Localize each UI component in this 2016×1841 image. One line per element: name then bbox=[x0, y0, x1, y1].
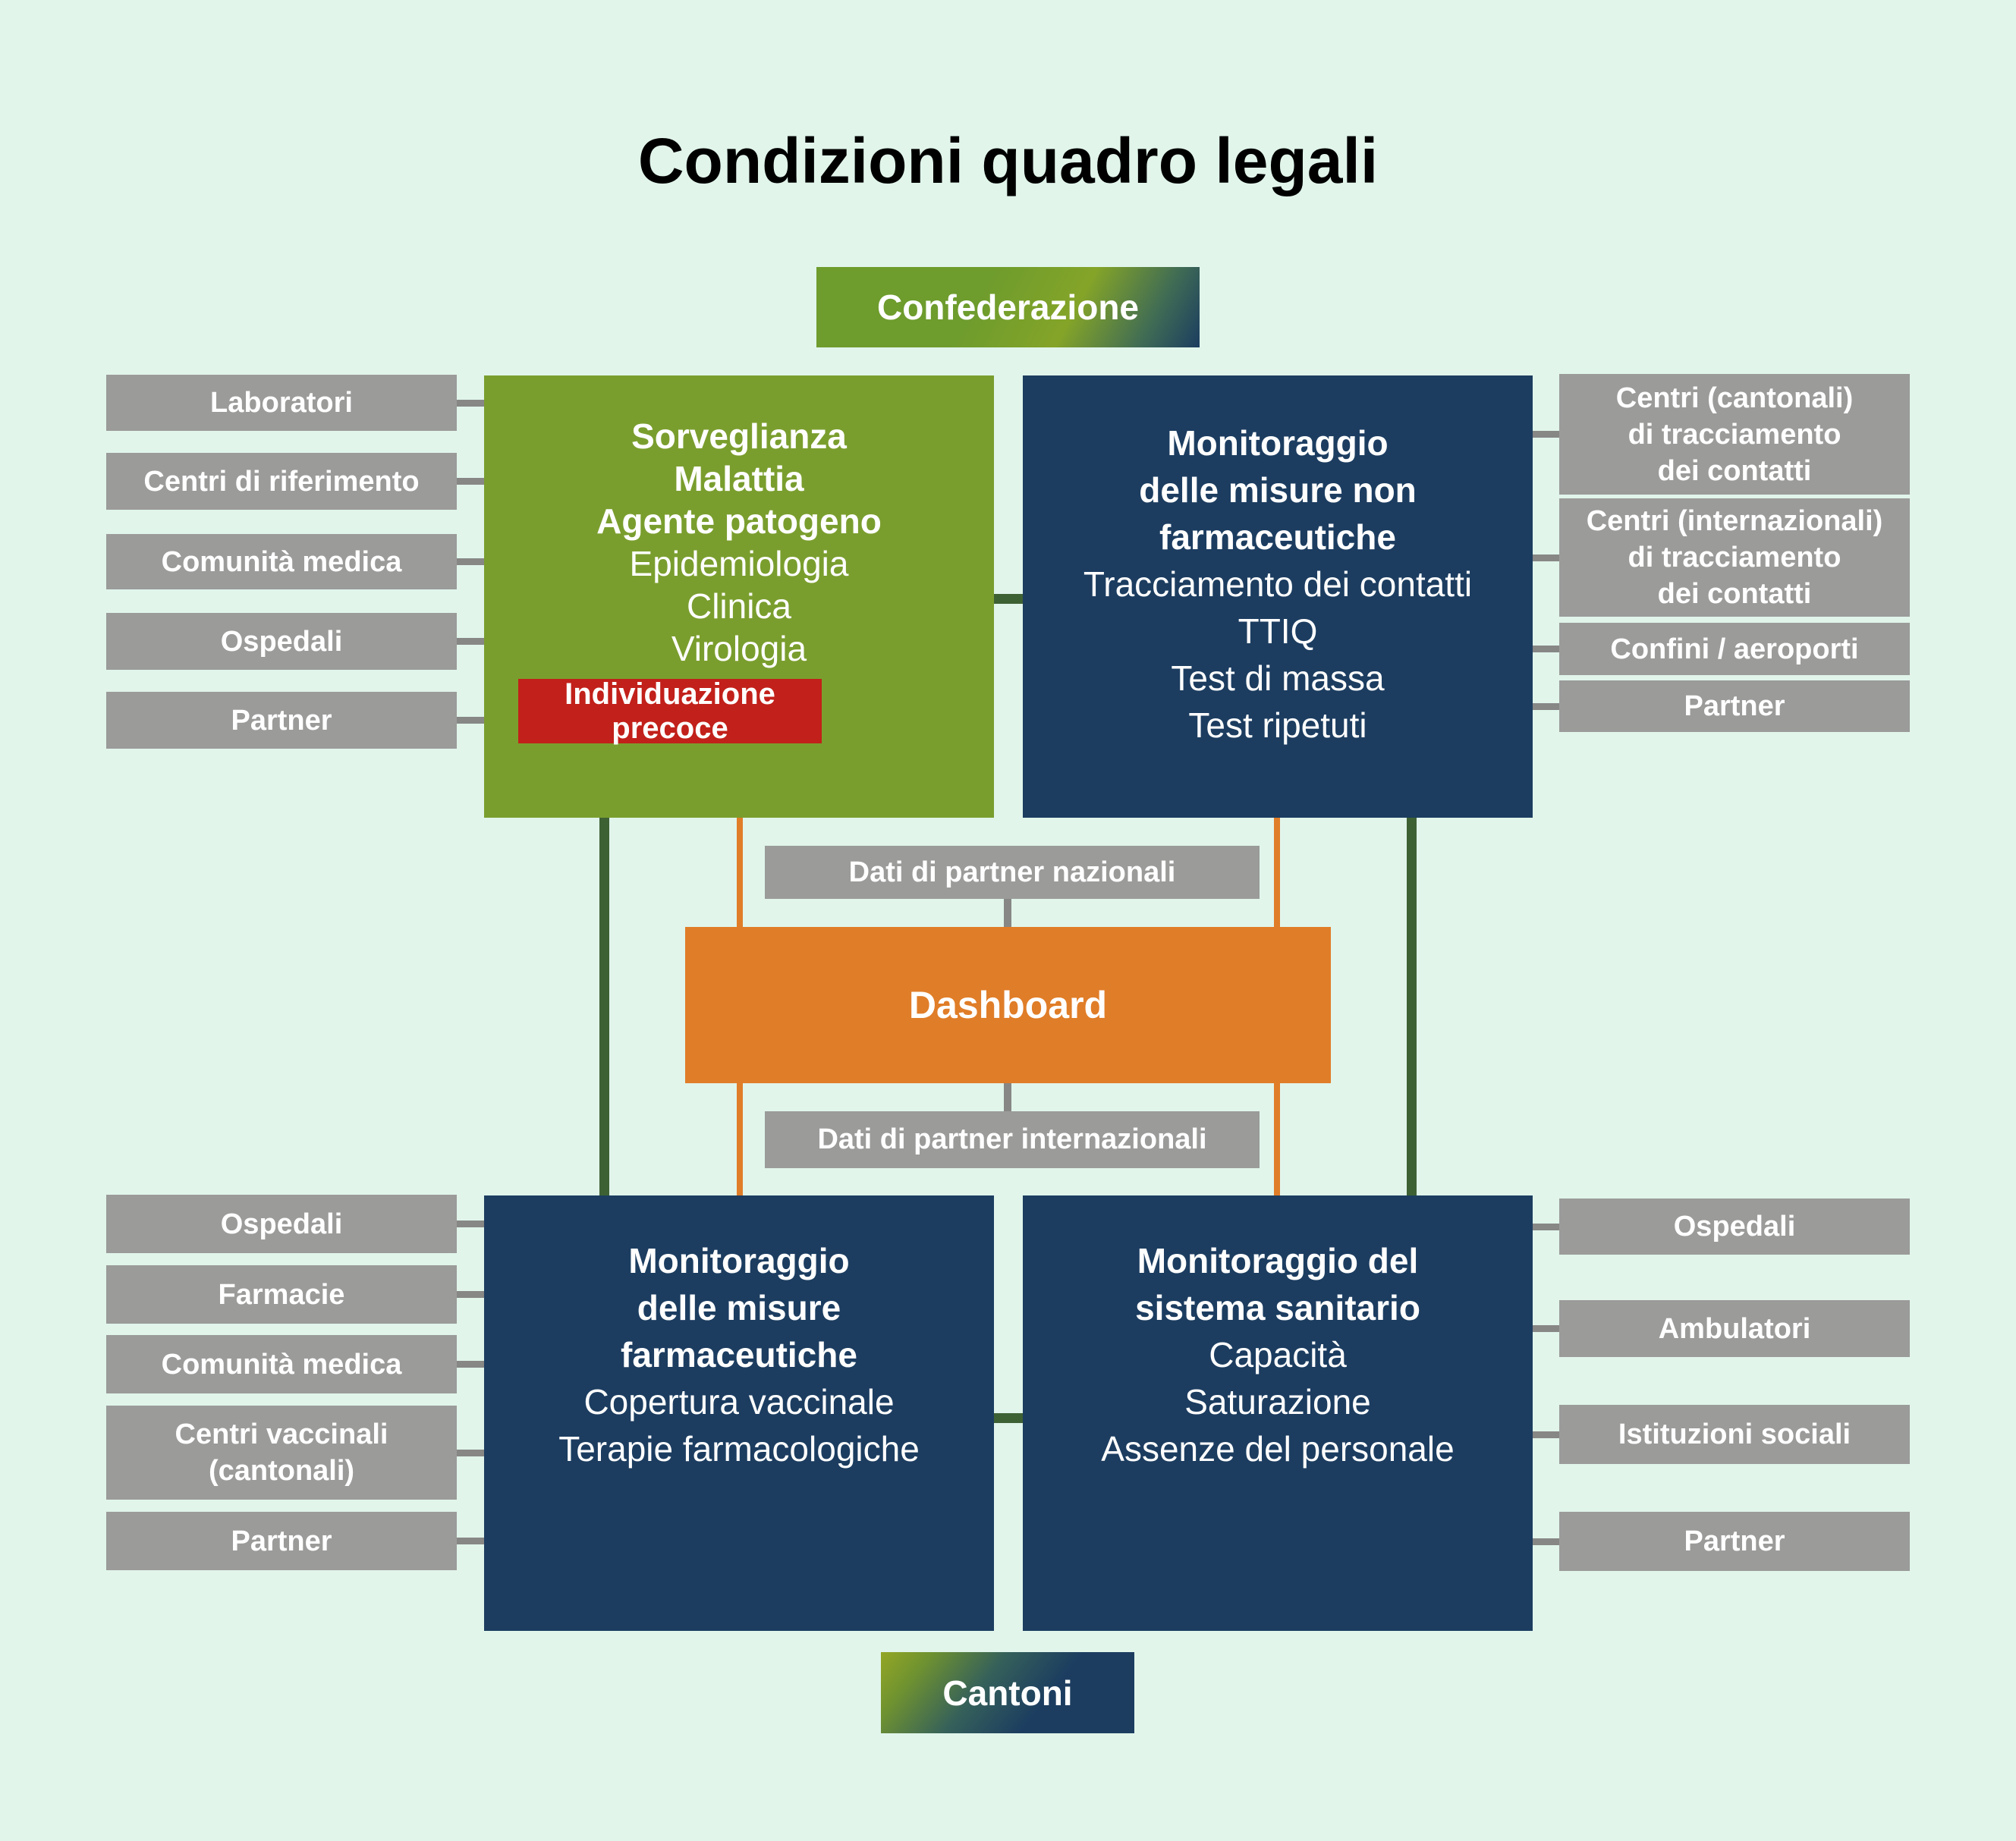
stub-centri-vaccinali bbox=[457, 1450, 484, 1456]
stub-confini-aeroporti bbox=[1533, 646, 1559, 652]
stub-ospedali-top-left bbox=[457, 638, 484, 645]
partner-box-partner-bottom-right: Partner bbox=[1559, 1512, 1910, 1571]
stub-partner-top-right bbox=[1533, 703, 1559, 710]
stub-partner-bottom-left bbox=[457, 1538, 484, 1544]
partner-box-partner-top-left: Partner bbox=[106, 692, 457, 749]
data-bar-international: Dati di partner internazionali bbox=[765, 1111, 1260, 1168]
dashboard-box: Dashboard bbox=[685, 927, 1331, 1083]
partner-box-centri-vaccinali: Centri vaccinali (cantonali) bbox=[106, 1406, 457, 1500]
box-misure-non-farmaceutiche: Monitoraggio delle misure non farmaceuti… bbox=[1023, 375, 1533, 818]
partner-box-farmacie: Farmacie bbox=[106, 1265, 457, 1324]
data-bar-national: Dati di partner nazionali bbox=[765, 846, 1260, 899]
stub-farmacie bbox=[457, 1291, 484, 1298]
box-misure-farmaceutiche-body: Copertura vaccinale Terapie farmacologic… bbox=[558, 1382, 920, 1469]
box-misure-farmaceutiche: Monitoraggio delle misure farmaceutiche … bbox=[484, 1195, 994, 1631]
partner-box-centri-riferimento: Centri di riferimento bbox=[106, 453, 457, 510]
connector-vertical-green-left bbox=[599, 818, 609, 1195]
connector-green-bottom-boxes bbox=[994, 1413, 1023, 1423]
connector-orange-left-lower bbox=[737, 1083, 743, 1195]
partner-box-ospedali-bottom-right: Ospedali bbox=[1559, 1199, 1910, 1255]
partner-box-centri-cantonali: Centri (cantonali) di tracciamento dei c… bbox=[1559, 374, 1910, 495]
stub-partner-bottom-right bbox=[1533, 1538, 1559, 1545]
stub-ambulatori bbox=[1533, 1325, 1559, 1332]
partner-box-partner-bottom-left: Partner bbox=[106, 1512, 457, 1570]
box-sorveglianza: Sorveglianza Malattia Agente patogeno Ep… bbox=[484, 375, 994, 818]
connector-orange-left-upper bbox=[737, 818, 743, 927]
stub-ospedali-bottom-left bbox=[457, 1221, 484, 1227]
partner-box-ambulatori: Ambulatori bbox=[1559, 1300, 1910, 1357]
stub-comunita-medica-top bbox=[457, 558, 484, 565]
individuazione-precoce-box: Individuazione precoce bbox=[518, 677, 822, 745]
stub-centri-riferimento bbox=[457, 478, 484, 485]
box-sistema-sanitario: Monitoraggio del sistema sanitario Capac… bbox=[1023, 1195, 1533, 1631]
box-sistema-sanitario-body: Capacità Saturazione Assenze del persona… bbox=[1101, 1335, 1455, 1469]
connector-dashboard-international bbox=[1004, 1083, 1011, 1111]
box-misure-non-farmaceutiche-body: Tracciamento dei contatti TTIQ Test di m… bbox=[1083, 564, 1473, 745]
connector-green-top-boxes bbox=[994, 594, 1023, 604]
partner-box-istituzioni-sociali: Istituzioni sociali bbox=[1559, 1405, 1910, 1464]
partner-box-centri-internazionali: Centri (internazionali) di tracciamento … bbox=[1559, 498, 1910, 617]
stub-centri-internazionali bbox=[1533, 554, 1559, 561]
connector-orange-right-upper bbox=[1274, 818, 1280, 927]
box-sorveglianza-header: Sorveglianza Malattia Agente patogeno bbox=[596, 416, 882, 541]
box-sistema-sanitario-header: Monitoraggio del sistema sanitario bbox=[1135, 1241, 1420, 1327]
partner-box-ospedali-top-left: Ospedali bbox=[106, 613, 457, 670]
connector-vertical-green-right bbox=[1407, 818, 1417, 1195]
partner-box-comunita-medica-bottom: Comunità medica bbox=[106, 1335, 457, 1393]
stub-istituzioni-sociali bbox=[1533, 1431, 1559, 1438]
partner-box-confini-aeroporti: Confini / aeroporti bbox=[1559, 623, 1910, 675]
stub-centri-cantonali bbox=[1533, 431, 1559, 438]
stub-laboratori bbox=[457, 400, 484, 407]
partner-box-comunita-medica-top: Comunità medica bbox=[106, 534, 457, 589]
stub-comunita-medica-bottom bbox=[457, 1361, 484, 1368]
confederation-badge: Confederazione bbox=[816, 267, 1200, 347]
box-misure-non-farmaceutiche-header: Monitoraggio delle misure non farmaceuti… bbox=[1139, 423, 1417, 557]
partner-box-ospedali-bottom-left: Ospedali bbox=[106, 1195, 457, 1253]
partner-box-laboratori: Laboratori bbox=[106, 375, 457, 431]
stub-partner-top-left bbox=[457, 717, 484, 724]
stub-ospedali-bottom-right bbox=[1533, 1224, 1559, 1230]
connector-orange-right-lower bbox=[1274, 1083, 1280, 1195]
partner-box-partner-top-right: Partner bbox=[1559, 680, 1910, 732]
page-title: Condizioni quadro legali bbox=[637, 125, 1379, 197]
cantoni-badge: Cantoni bbox=[881, 1652, 1134, 1733]
connector-dashboard-national bbox=[1004, 899, 1011, 927]
box-sorveglianza-body: Epidemiologia Clinica Virologia bbox=[629, 544, 849, 668]
box-misure-farmaceutiche-header: Monitoraggio delle misure farmaceutiche bbox=[621, 1241, 857, 1374]
